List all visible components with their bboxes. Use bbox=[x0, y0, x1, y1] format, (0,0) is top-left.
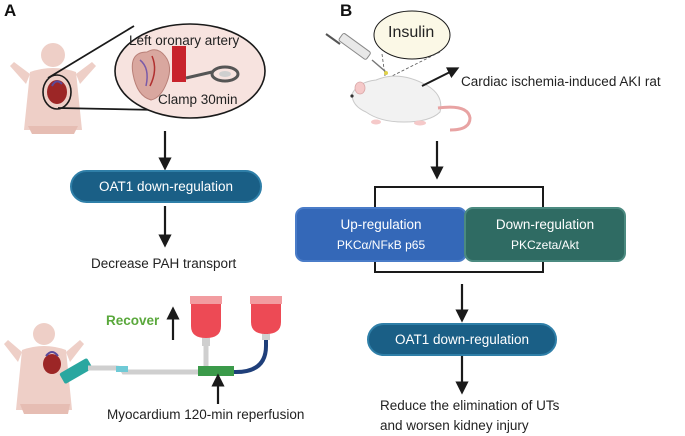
branch-bracket-top bbox=[374, 186, 544, 210]
upregulation-targets: PKCα/NFκB p65 bbox=[336, 237, 426, 252]
perfusion-bottle-right-icon bbox=[250, 296, 282, 340]
insulin-dash-left bbox=[381, 53, 386, 77]
insulin-bubble bbox=[373, 10, 451, 60]
downregulation-box: Down-regulation PKCzeta/Akt bbox=[464, 207, 626, 262]
upregulation-title: Up-regulation bbox=[340, 216, 422, 232]
bubble-title: Left oronary artery bbox=[129, 33, 240, 48]
upregulation-box: Up-regulation PKCα/NFκB p65 bbox=[295, 207, 467, 262]
outcome-line-1: Reduce the elimination of UTs bbox=[380, 398, 560, 413]
downregulation-targets: PKCzeta/Akt bbox=[510, 237, 580, 252]
oat1-downregulation-pill-a: OAT1 down-regulation bbox=[70, 170, 262, 203]
heart-lower-icon bbox=[43, 351, 61, 374]
perfusion-bottle-left-icon bbox=[190, 296, 222, 346]
insulin-dash-right bbox=[391, 51, 441, 77]
outcome-line-2: and worsen kidney injury bbox=[380, 418, 529, 433]
downregulation-title: Down-regulation bbox=[495, 216, 595, 232]
tube-grey bbox=[88, 365, 214, 375]
decrease-pah-text: Decrease PAH transport bbox=[91, 256, 237, 271]
reperfusion-text: Myocardium 120-min reperfusion bbox=[107, 407, 305, 422]
syringe-icon bbox=[325, 33, 388, 75]
stopcock-icon bbox=[198, 366, 234, 376]
surgical-clamp-icon bbox=[185, 65, 240, 83]
panel-label-a: A bbox=[4, 1, 17, 20]
bubble-caption: Clamp 30min bbox=[158, 92, 238, 107]
anatomical-heart-icon bbox=[131, 49, 171, 101]
tube-blue bbox=[214, 330, 268, 374]
recover-text: Recover bbox=[106, 313, 160, 328]
branch-bracket-bottom bbox=[374, 258, 544, 273]
insulin-label: Insulin bbox=[388, 24, 435, 41]
panel-label-b: B bbox=[340, 1, 353, 20]
oat1-downregulation-pill-b: OAT1 down-regulation bbox=[367, 323, 557, 356]
clamp-block-icon bbox=[172, 46, 186, 82]
callout-line-bottom bbox=[57, 107, 161, 111]
rat-label-arrow bbox=[421, 67, 460, 87]
rat-model-label: Cardiac ischemia-induced AKI rat bbox=[461, 74, 661, 89]
heart-icon bbox=[47, 80, 67, 104]
callout-line-top bbox=[47, 25, 135, 79]
rat-icon bbox=[350, 75, 472, 132]
tube-connector bbox=[116, 366, 128, 372]
catheter-patch-icon bbox=[59, 358, 93, 384]
heart-highlight-ring bbox=[42, 74, 72, 110]
